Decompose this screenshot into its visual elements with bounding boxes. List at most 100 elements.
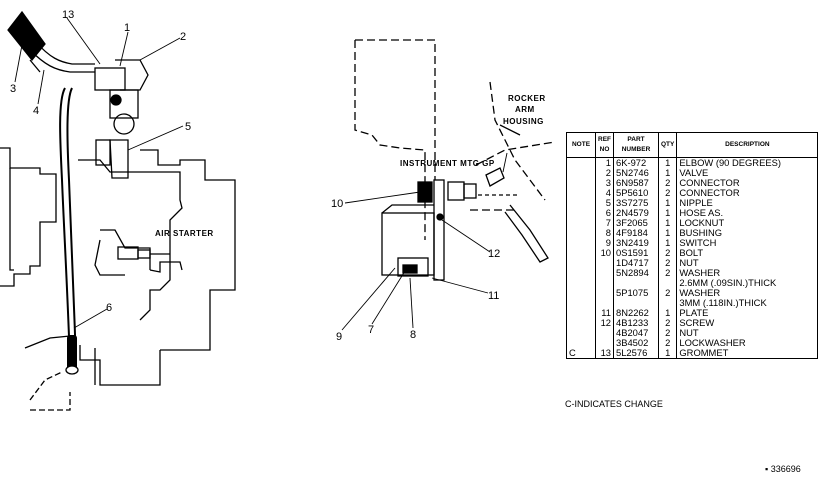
cell-qty: 2	[657, 188, 678, 198]
cell-ref	[595, 328, 614, 338]
rocker-label-3: HOUSING	[503, 117, 544, 126]
cell-desc: GROMMET	[676, 348, 819, 359]
engine-outline	[0, 147, 236, 411]
header-part-number: PART NUMBER	[613, 132, 659, 158]
air-line	[7, 10, 46, 73]
callout-4: 4	[33, 105, 39, 117]
rocker-label-2: ARM	[515, 105, 535, 114]
parts-table: NOTE REF NO PART NUMBER QTY DESCRIPTION …	[566, 132, 819, 359]
cell-ref: 13	[595, 348, 614, 359]
cell-ref	[595, 258, 614, 268]
cell-desc: CONNECTOR	[676, 188, 819, 198]
cell-note: C	[566, 348, 596, 359]
header-note: NOTE	[566, 132, 596, 158]
cell-qty: 1	[657, 168, 678, 178]
cell-note	[566, 328, 596, 338]
callout-7: 7	[368, 324, 374, 336]
cell-qty: 1	[657, 308, 678, 318]
rocker-label-1: ROCKER	[508, 94, 546, 103]
footnote: C-INDICATES CHANGE	[565, 399, 663, 409]
callout-5: 5	[185, 121, 191, 133]
cell-desc: PLATE	[676, 308, 819, 318]
cell-desc: WASHER	[676, 288, 819, 298]
leader-lines	[14, 17, 508, 331]
cell-qty: 2	[657, 178, 678, 188]
cell-ref	[595, 288, 614, 298]
cell-qty: 2	[657, 258, 678, 268]
table-row: 2.6MM (.09SIN.)THICK	[566, 278, 819, 288]
cell-note	[566, 298, 596, 308]
hose	[29, 41, 95, 375]
cell-note	[566, 318, 596, 328]
header-part-line1: PART	[627, 136, 645, 143]
header-description: DESCRIPTION	[676, 132, 819, 158]
header-ref-no: REF NO	[595, 132, 614, 158]
cell-desc: NUT	[676, 328, 819, 338]
cell-desc: WASHER	[676, 268, 819, 278]
cell-ref: 10	[595, 248, 614, 258]
cell-qty: 1	[657, 228, 678, 238]
cell-desc: VALVE	[676, 168, 819, 178]
cell-part: 5L2576	[613, 348, 659, 359]
cell-ref	[595, 278, 614, 288]
cell-note	[566, 168, 596, 178]
serial-number: ▪ 336696	[765, 464, 801, 474]
cell-note	[566, 198, 596, 208]
cell-note	[566, 308, 596, 318]
valve-assembly	[94, 59, 149, 179]
cell-desc: 3MM (.118IN.)THICK	[676, 298, 819, 308]
header-ref-line2: NO	[599, 146, 610, 153]
cell-note	[566, 288, 596, 298]
cell-note	[566, 248, 596, 258]
cell-qty: 2	[657, 328, 678, 338]
cell-desc: LOCKNUT	[676, 218, 819, 228]
cell-qty: 1	[657, 198, 678, 208]
callout-1: 1	[124, 22, 130, 34]
cell-qty: 2	[657, 248, 678, 258]
instrument-mtg-group	[354, 39, 477, 281]
cell-qty: 1	[657, 238, 678, 248]
cell-desc: NUT	[676, 258, 819, 268]
callout-13: 13	[62, 9, 74, 21]
cell-desc: BUSHING	[676, 228, 819, 238]
callout-8: 8	[410, 329, 416, 341]
cell-desc: NIPPLE	[676, 198, 819, 208]
air-starter-label: AIR STARTER	[155, 229, 214, 238]
cell-desc: HOSE AS.	[676, 208, 819, 218]
callout-9: 9	[336, 331, 342, 343]
header-qty: QTY	[657, 132, 678, 158]
cell-desc: SWITCH	[676, 238, 819, 248]
instrument-mtg-gp-label: INSTRUMENT MTG GP	[400, 159, 495, 168]
cell-qty: 2	[657, 268, 678, 278]
cell-note	[566, 258, 596, 268]
cell-part: 5P1075	[613, 288, 659, 298]
header-part-line2: NUMBER	[621, 146, 651, 153]
cell-desc: BOLT	[676, 248, 819, 258]
cell-desc: ELBOW (90 DEGREES)	[676, 157, 819, 168]
cell-note	[566, 178, 596, 188]
callout-10: 10	[331, 198, 343, 210]
cell-desc: CONNECTOR	[676, 178, 819, 188]
header-ref-line1: REF	[598, 136, 611, 143]
cell-qty: 2	[657, 318, 678, 328]
cell-desc: SCREW	[676, 318, 819, 328]
cell-qty: 2	[657, 338, 678, 348]
cell-qty: 1	[657, 348, 678, 359]
callout-6: 6	[106, 302, 112, 314]
cell-qty: 1	[657, 218, 678, 228]
cell-note	[566, 218, 596, 228]
cell-qty	[657, 298, 678, 308]
cell-note	[566, 208, 596, 218]
